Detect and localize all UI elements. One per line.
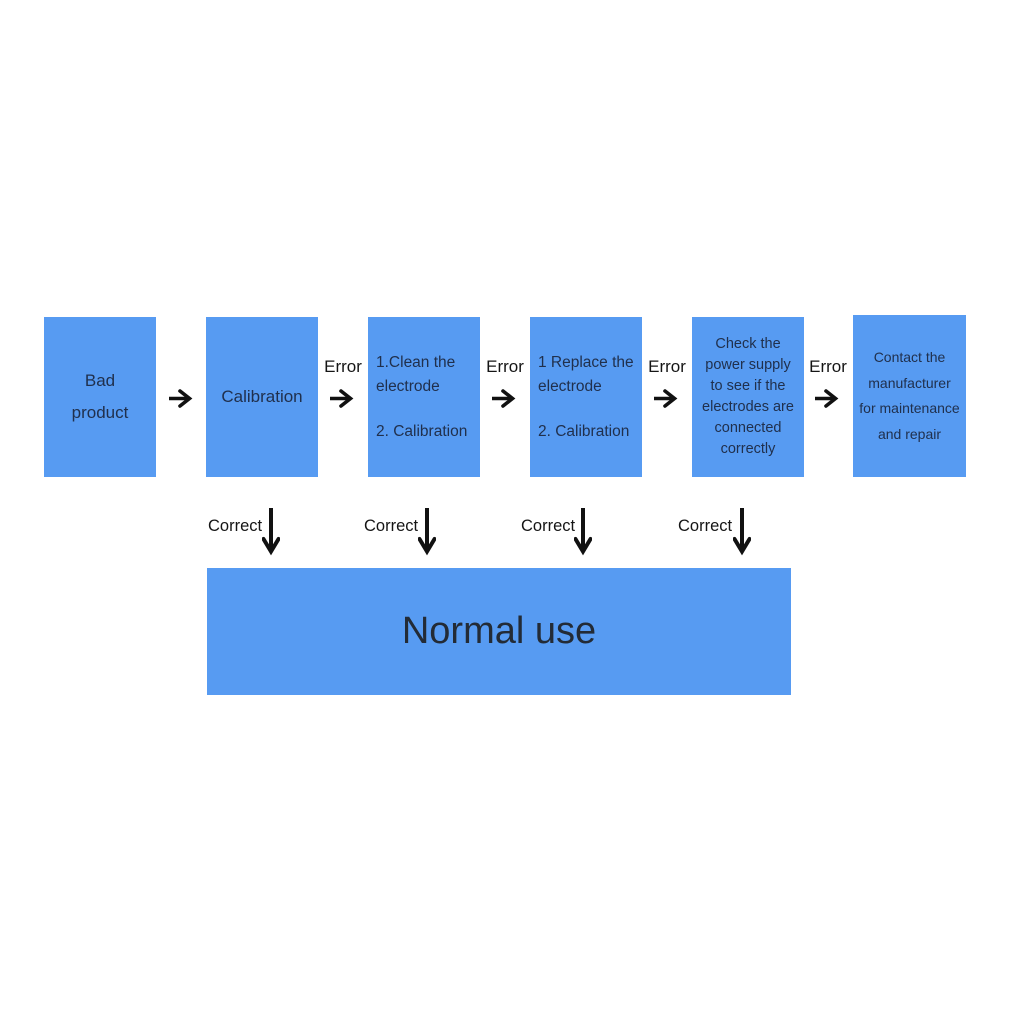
arrow-down-icon [262,508,280,556]
arrow-right-icon [492,389,516,408]
box-text-line: correctly [720,441,776,457]
box-text-line: Bad [84,371,116,390]
flow-box-bad-product: Bad product [44,317,156,477]
box-text-line: Calibration [221,387,303,406]
arrow-right-icon [169,389,193,408]
correct-label: Correct [208,517,263,535]
arrow-down-icon [418,508,436,556]
flow-box-clean-electrode: 1.Clean the electrode 2. Calibration [368,317,480,477]
normal-use-label: Normal use [401,610,597,652]
box-text-line: power supply [705,357,791,373]
error-label: Error [486,357,524,376]
box-text-line: electrodes are [702,399,794,415]
box-text-line: product [71,403,129,422]
flow-box-replace-electrode: 1 Replace the electrode 2. Calibration [530,317,642,477]
flow-box-calibration: Calibration [206,317,318,477]
box-text-line: 1.Clean the [376,353,456,371]
box-text-line: and repair [877,425,942,442]
box-text-line: 2. Calibration [376,422,468,440]
arrow-right-icon [815,389,839,408]
flow-box-check-power-supply: Check the power supply to see if the ele… [692,317,804,477]
correct-label: Correct [521,517,576,535]
correct-label: Correct [364,517,419,535]
arrow-down-icon [574,508,592,556]
error-label: Error [648,357,686,376]
error-label: Error [809,357,847,376]
box-text-line: to see if the [710,378,786,394]
box-text-line: electrode [376,377,440,395]
error-label: Error [324,357,362,376]
flow-box-normal-use: Normal use [207,568,791,695]
correct-label: Correct [678,517,733,535]
flow-box-contact-manufacturer: Contact the manufacturer for maintenance… [853,315,966,477]
box-text-line: connected [714,420,782,436]
box-text-line: 2. Calibration [538,422,630,440]
arrow-down-icon [733,508,751,556]
arrow-right-icon [330,389,354,408]
box-text-line: electrode [538,377,602,395]
box-text-line: for maintenance [859,400,960,416]
box-text-line: Check the [715,336,781,352]
box-text-line: Contact the [873,349,946,365]
box-text-line: manufacturer [868,374,951,391]
arrow-right-icon [654,389,678,408]
box-text-line: 1 Replace the [538,353,634,371]
